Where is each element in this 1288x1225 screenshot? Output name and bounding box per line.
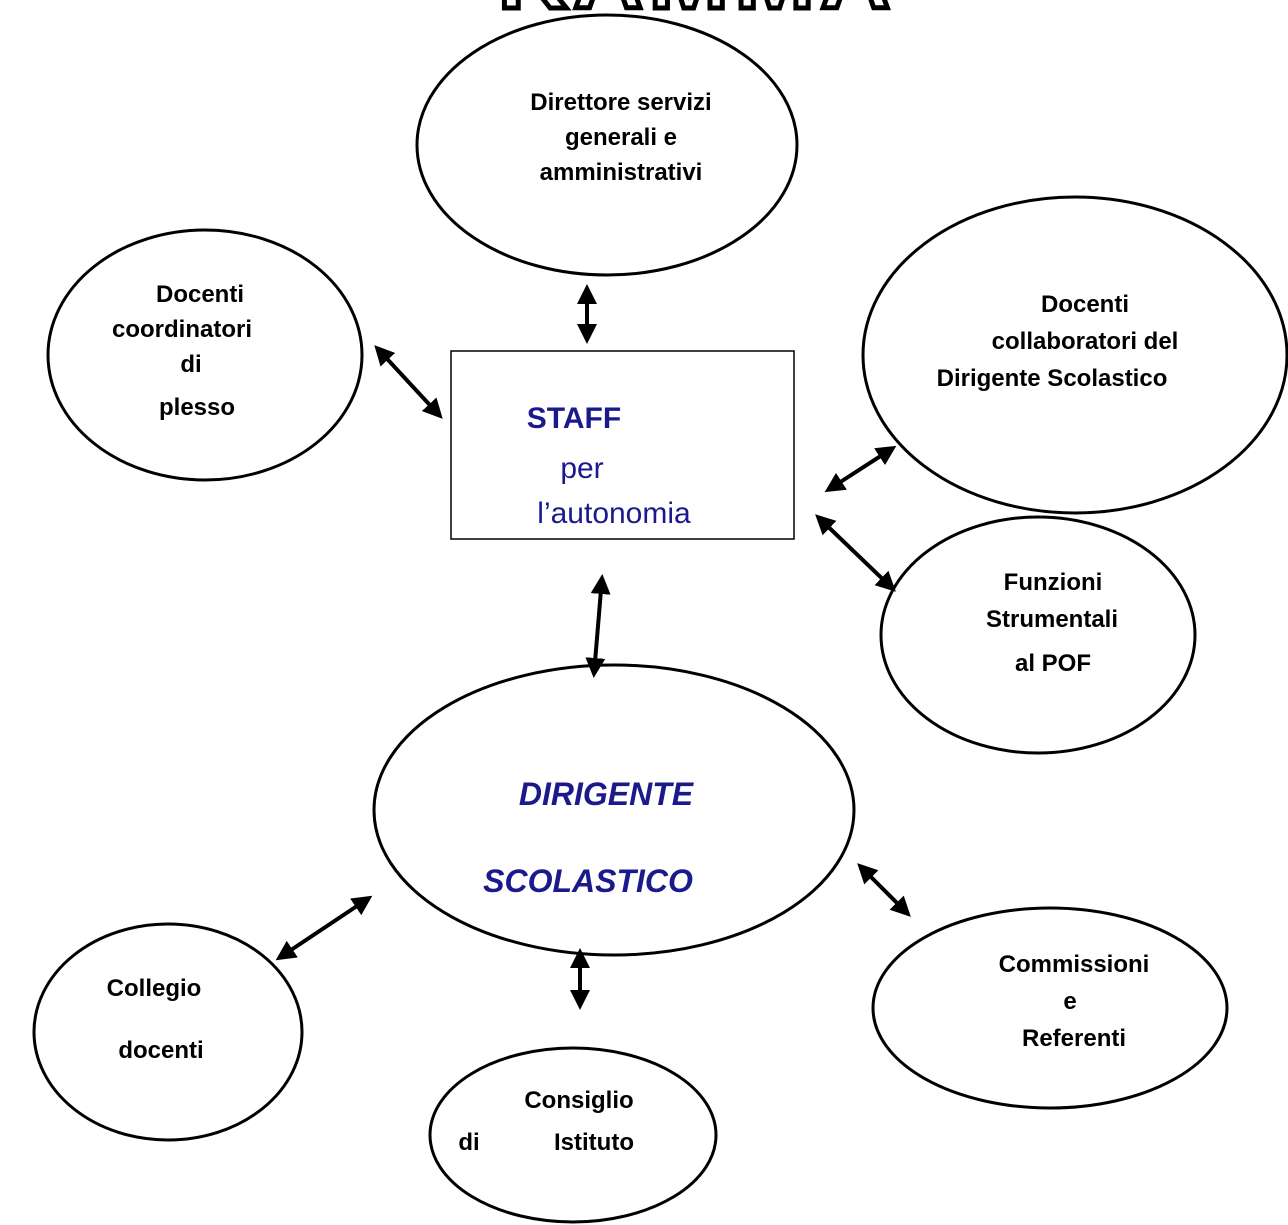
coordinatori-line-3: di [180,351,201,378]
arrow-funzioni-staff [815,514,896,592]
collaboratori-node [861,195,1288,515]
staff-line-1: per [560,452,603,485]
coordinatori-node [46,228,364,482]
collegio-line-1: Collegio [107,975,202,1002]
commissioni-line-3: Referenti [1022,1025,1126,1052]
staff-box [450,350,795,540]
collaboratori-line-3: Dirigente Scolastico [937,365,1168,392]
collaboratori-line-1: Docenti [1041,291,1129,318]
arrow-collaboratori-staff [824,445,897,493]
collaboratori-line-2: collaboratori del [992,328,1179,355]
dsga-line-3: amministrativi [540,159,703,186]
dirigente-line-1: DIRIGENTE [519,776,695,812]
arrow-staff-dirigente [585,574,611,678]
funzioni-line-1: Funzioni [1004,569,1103,596]
collegio-node [32,922,304,1142]
funzioni-node [879,515,1197,755]
consiglio-line-1: Consiglio [524,1087,633,1114]
arrow-coordinatori-staff [374,345,443,419]
consiglio-line-3: Istituto [554,1129,634,1156]
dirigente-node [372,663,856,957]
dirigente-line-2: SCOLASTICO [483,863,693,899]
consiglio-line-2: di [458,1129,479,1156]
funzioni-line-3: al POF [1015,650,1091,677]
dsga-line-1: Direttore servizi [530,89,711,116]
dsga-line-2: generali e [565,124,677,151]
commissioni-node [871,906,1229,1110]
staff-title: STAFF [527,402,621,435]
dsga-node [415,13,799,277]
coordinatori-line-1: Docenti [156,281,244,308]
coordinatori-line-2: coordinatori [112,316,252,343]
staff-line-2: l’autonomia [537,497,691,530]
collegio-line-2: docenti [118,1037,203,1064]
header-logo: KAMMA [375,0,1020,32]
arrow-dirigente-commissioni [857,863,911,917]
funzioni-line-2: Strumentali [986,606,1118,633]
coordinatori-line-4: plesso [159,394,235,421]
commissioni-line-2: e [1063,988,1076,1015]
arrow-dirigente-collegio [275,895,373,961]
consiglio-node [428,1046,718,1224]
commissioni-line-1: Commissioni [999,951,1150,978]
